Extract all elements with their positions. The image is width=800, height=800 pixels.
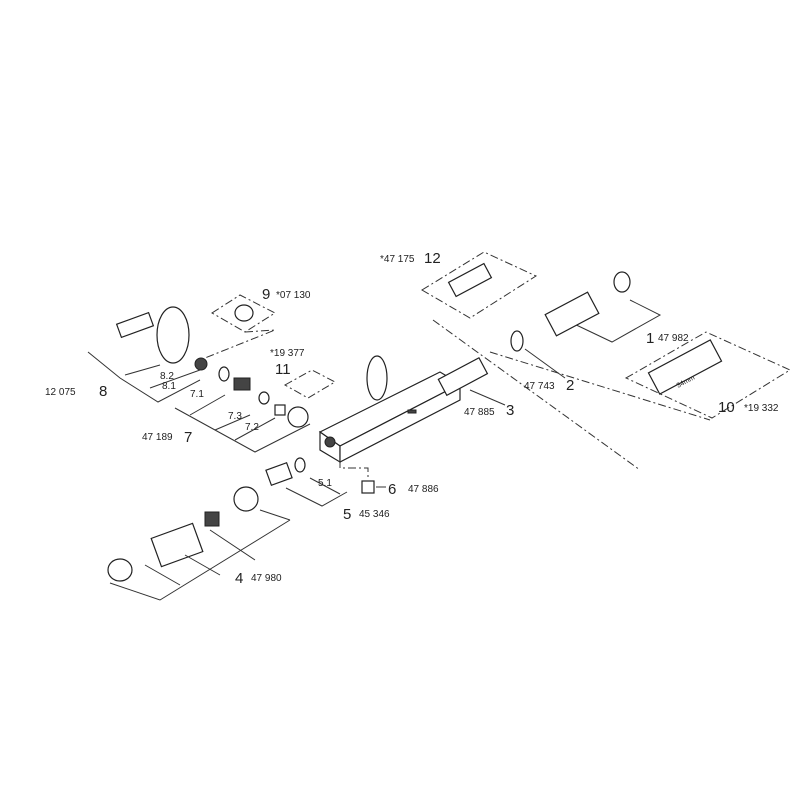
mixer-body [318,355,462,464]
part-2-ring [510,330,524,352]
part-12-group [421,251,538,319]
part-6-group [339,460,386,494]
part-10-number: 10 [718,399,735,416]
part-10-group [432,319,792,471]
part-7-group [174,366,311,453]
part-5-number: 5 [343,506,351,523]
part-7-3-label: 7.3 [228,411,242,422]
part-3-cartridge [437,356,489,397]
part-11-group [283,369,337,399]
part-7-2-label: 7.2 [245,422,259,433]
part-1-number: 1 [646,330,654,347]
part-6-number: 6 [388,481,396,498]
part-4-group [107,486,291,601]
part-5-group [265,457,348,507]
part-7-number: 7 [184,429,192,446]
part-11-code: *19 377 [270,348,305,359]
part-2-code: 47 743 [524,381,555,392]
part-3-code: 47 885 [464,407,495,418]
part-9-number: 9 [262,286,270,303]
part-10-code: *19 332 [744,403,779,414]
part-5-1-label: 5.1 [318,478,332,489]
part-4-code: 47 980 [251,573,282,584]
part-8-group [87,306,208,403]
part-8-1-label: 8.1 [162,381,176,392]
part-8-code: 12 075 [45,387,76,398]
part-3-number: 3 [506,402,514,419]
part-6-code: 47 886 [408,484,439,495]
part-12-number: 12 [424,250,441,267]
part-8-number: 8 [99,383,107,400]
part-11-number: 11 [275,361,291,378]
part-8-2-label: 8.2 [160,371,174,382]
part-1-code: 47 982 [658,333,689,344]
part-2-number: 2 [566,377,574,394]
part-9-group [199,294,277,361]
part-7-1-label: 7.1 [190,389,204,400]
part-4-number: 4 [235,570,243,587]
part-7-code: 47 189 [142,432,173,443]
part-9-code: *07 130 [276,290,311,301]
part-5-code: 45 346 [359,509,390,520]
part-12-code: *47 175 [380,254,415,265]
part-1-group [544,271,662,343]
